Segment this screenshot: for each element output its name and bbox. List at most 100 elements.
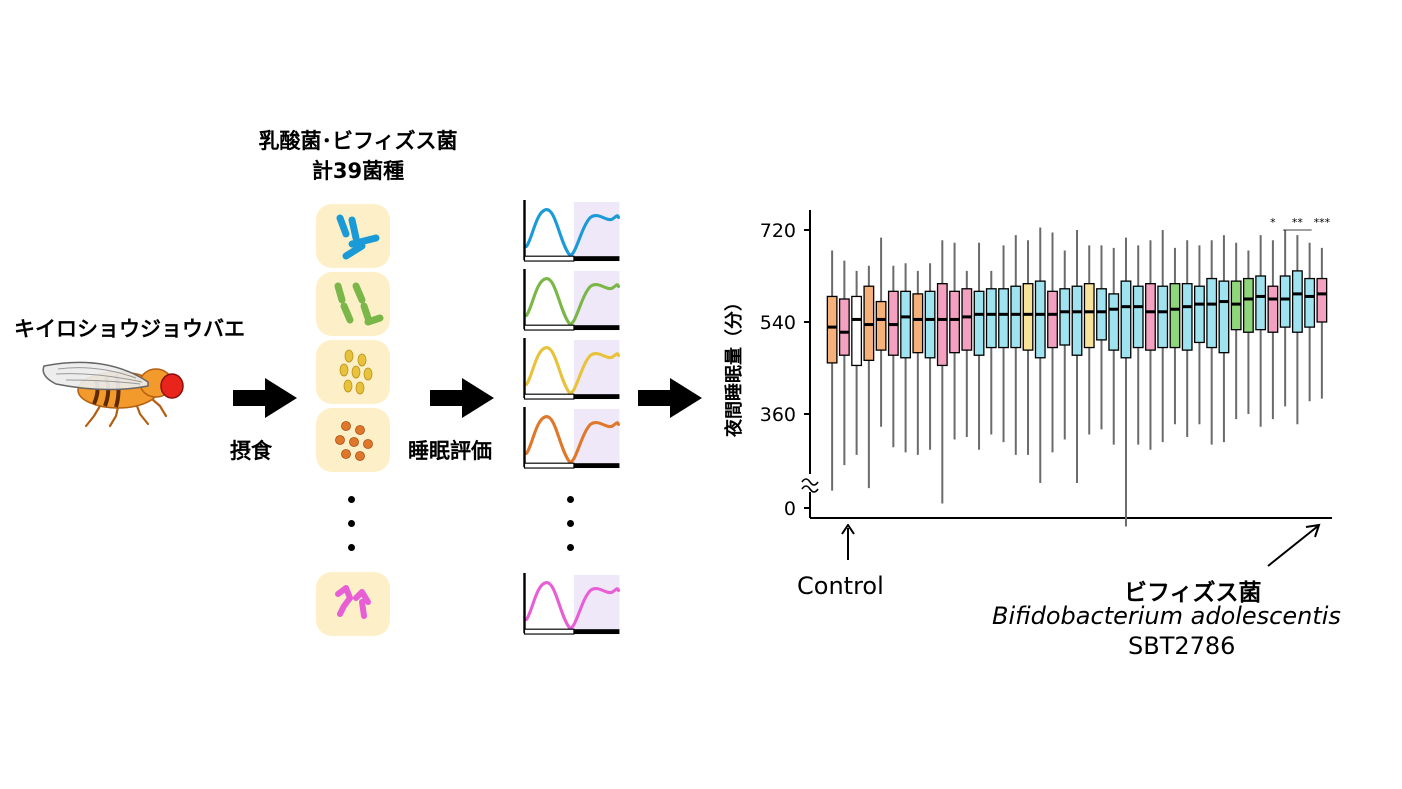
- box-33: [1218, 235, 1230, 443]
- box-31: [1194, 245, 1205, 425]
- box-body: [1267, 285, 1279, 333]
- night-shade: [573, 408, 620, 466]
- y-tick-label: 720: [760, 220, 796, 242]
- box-body: [1083, 283, 1095, 349]
- box-21: [1071, 230, 1083, 483]
- box-body: [985, 288, 997, 349]
- bacteria-tile: [316, 204, 390, 268]
- box-1: [826, 250, 838, 491]
- box-body: [1279, 275, 1291, 328]
- day-bar: [523, 462, 575, 469]
- box-34: [1230, 242, 1242, 420]
- box-body: [1304, 277, 1316, 328]
- box-25: [1120, 237, 1132, 527]
- night-bar: [573, 325, 620, 331]
- box-body: [1181, 283, 1193, 351]
- diagonal-arrow-icon: [1267, 523, 1321, 567]
- box-41: [1316, 247, 1328, 399]
- bacteria-tile: [316, 272, 390, 336]
- bacteria-tile: [316, 340, 390, 404]
- sleep-activity-plot: [523, 200, 621, 262]
- y-tick-label: 540: [760, 312, 796, 334]
- box-body: [1169, 283, 1181, 349]
- sleep-activity-plot: [523, 573, 621, 635]
- night-shade: [573, 201, 620, 259]
- box-body: [1218, 280, 1230, 354]
- box-22: [1083, 245, 1095, 435]
- box-19: [1047, 232, 1058, 453]
- box-35: [1242, 250, 1254, 414]
- sleep-curve: [524, 346, 621, 395]
- box-body: [1120, 280, 1132, 359]
- pink-branched-bacteria-icon: [335, 585, 371, 619]
- box-20: [1059, 250, 1071, 440]
- box-27: [1145, 240, 1156, 450]
- box-body: [1316, 277, 1328, 323]
- yellow-coccus-bacteria-icon: [339, 349, 373, 395]
- box-11: [949, 242, 960, 440]
- arrow-icon: [638, 378, 702, 418]
- box-body: [1255, 275, 1267, 331]
- box-16: [1010, 235, 1022, 455]
- arrow-icon: [233, 378, 297, 418]
- box-39: [1291, 235, 1303, 425]
- box-body: [1194, 285, 1205, 344]
- night-shade: [573, 339, 620, 397]
- box-29: [1169, 247, 1181, 425]
- box-body: [1022, 283, 1034, 351]
- box-body: [961, 288, 973, 351]
- bifido-strain: SBT2786: [1128, 632, 1236, 660]
- box-4: [863, 265, 875, 489]
- box-40: [1304, 242, 1316, 402]
- sleep-curve: [524, 208, 621, 257]
- box-6: [887, 265, 899, 448]
- box-body: [851, 295, 863, 367]
- fly-label: キイロショウジョウバエ: [14, 317, 245, 341]
- day-bar: [523, 324, 575, 331]
- box-30: [1181, 240, 1193, 437]
- box-body: [1108, 293, 1120, 351]
- significance-marker: *: [1270, 216, 1276, 229]
- box-body: [1034, 280, 1046, 359]
- box-3: [851, 270, 863, 455]
- box-8: [912, 270, 924, 455]
- y-tick-label: 360: [760, 404, 796, 426]
- box-body: [998, 288, 1009, 349]
- box-body: [1291, 270, 1303, 333]
- bacteria-title-line2: 計39菌種: [311, 159, 405, 183]
- box-36: [1255, 235, 1267, 427]
- bifido-label-jp: ビフィズス菌: [1124, 580, 1262, 606]
- night-bar: [573, 629, 620, 635]
- box-body: [1059, 288, 1071, 346]
- bacteria-tile: [316, 572, 390, 636]
- step-label-sleep-evaluation: 睡眠評価: [408, 439, 492, 463]
- step-label-feeding: 摂食: [230, 439, 272, 463]
- box-26: [1132, 245, 1144, 445]
- box-15: [998, 245, 1009, 443]
- box-body: [826, 295, 838, 364]
- ellipsis-dots: [567, 496, 577, 568]
- night-bar: [573, 463, 620, 469]
- box-body: [1132, 285, 1144, 349]
- box-24: [1108, 247, 1120, 445]
- axis-break-icon: [801, 478, 819, 486]
- box-body: [1096, 288, 1107, 341]
- box-body: [1010, 285, 1022, 349]
- sleep-activity-plot: [523, 338, 621, 400]
- sleep-curve: [524, 277, 621, 326]
- box-9: [924, 263, 936, 450]
- y-axis-label: 夜間睡眠量（分）: [723, 293, 745, 438]
- night-bar: [573, 394, 620, 400]
- box-18: [1034, 227, 1046, 483]
- box-37: [1267, 240, 1279, 420]
- fruit-fly-icon: [42, 361, 184, 428]
- box-5: [875, 237, 887, 427]
- night-shade: [573, 574, 620, 632]
- green-rod-bacteria-icon: [334, 282, 384, 326]
- axis-break-icon: [801, 485, 819, 493]
- box-12: [961, 270, 973, 437]
- box-14: [985, 270, 997, 435]
- sleep-curve: [524, 581, 621, 630]
- blue-rod-bacteria-icon: [336, 214, 380, 260]
